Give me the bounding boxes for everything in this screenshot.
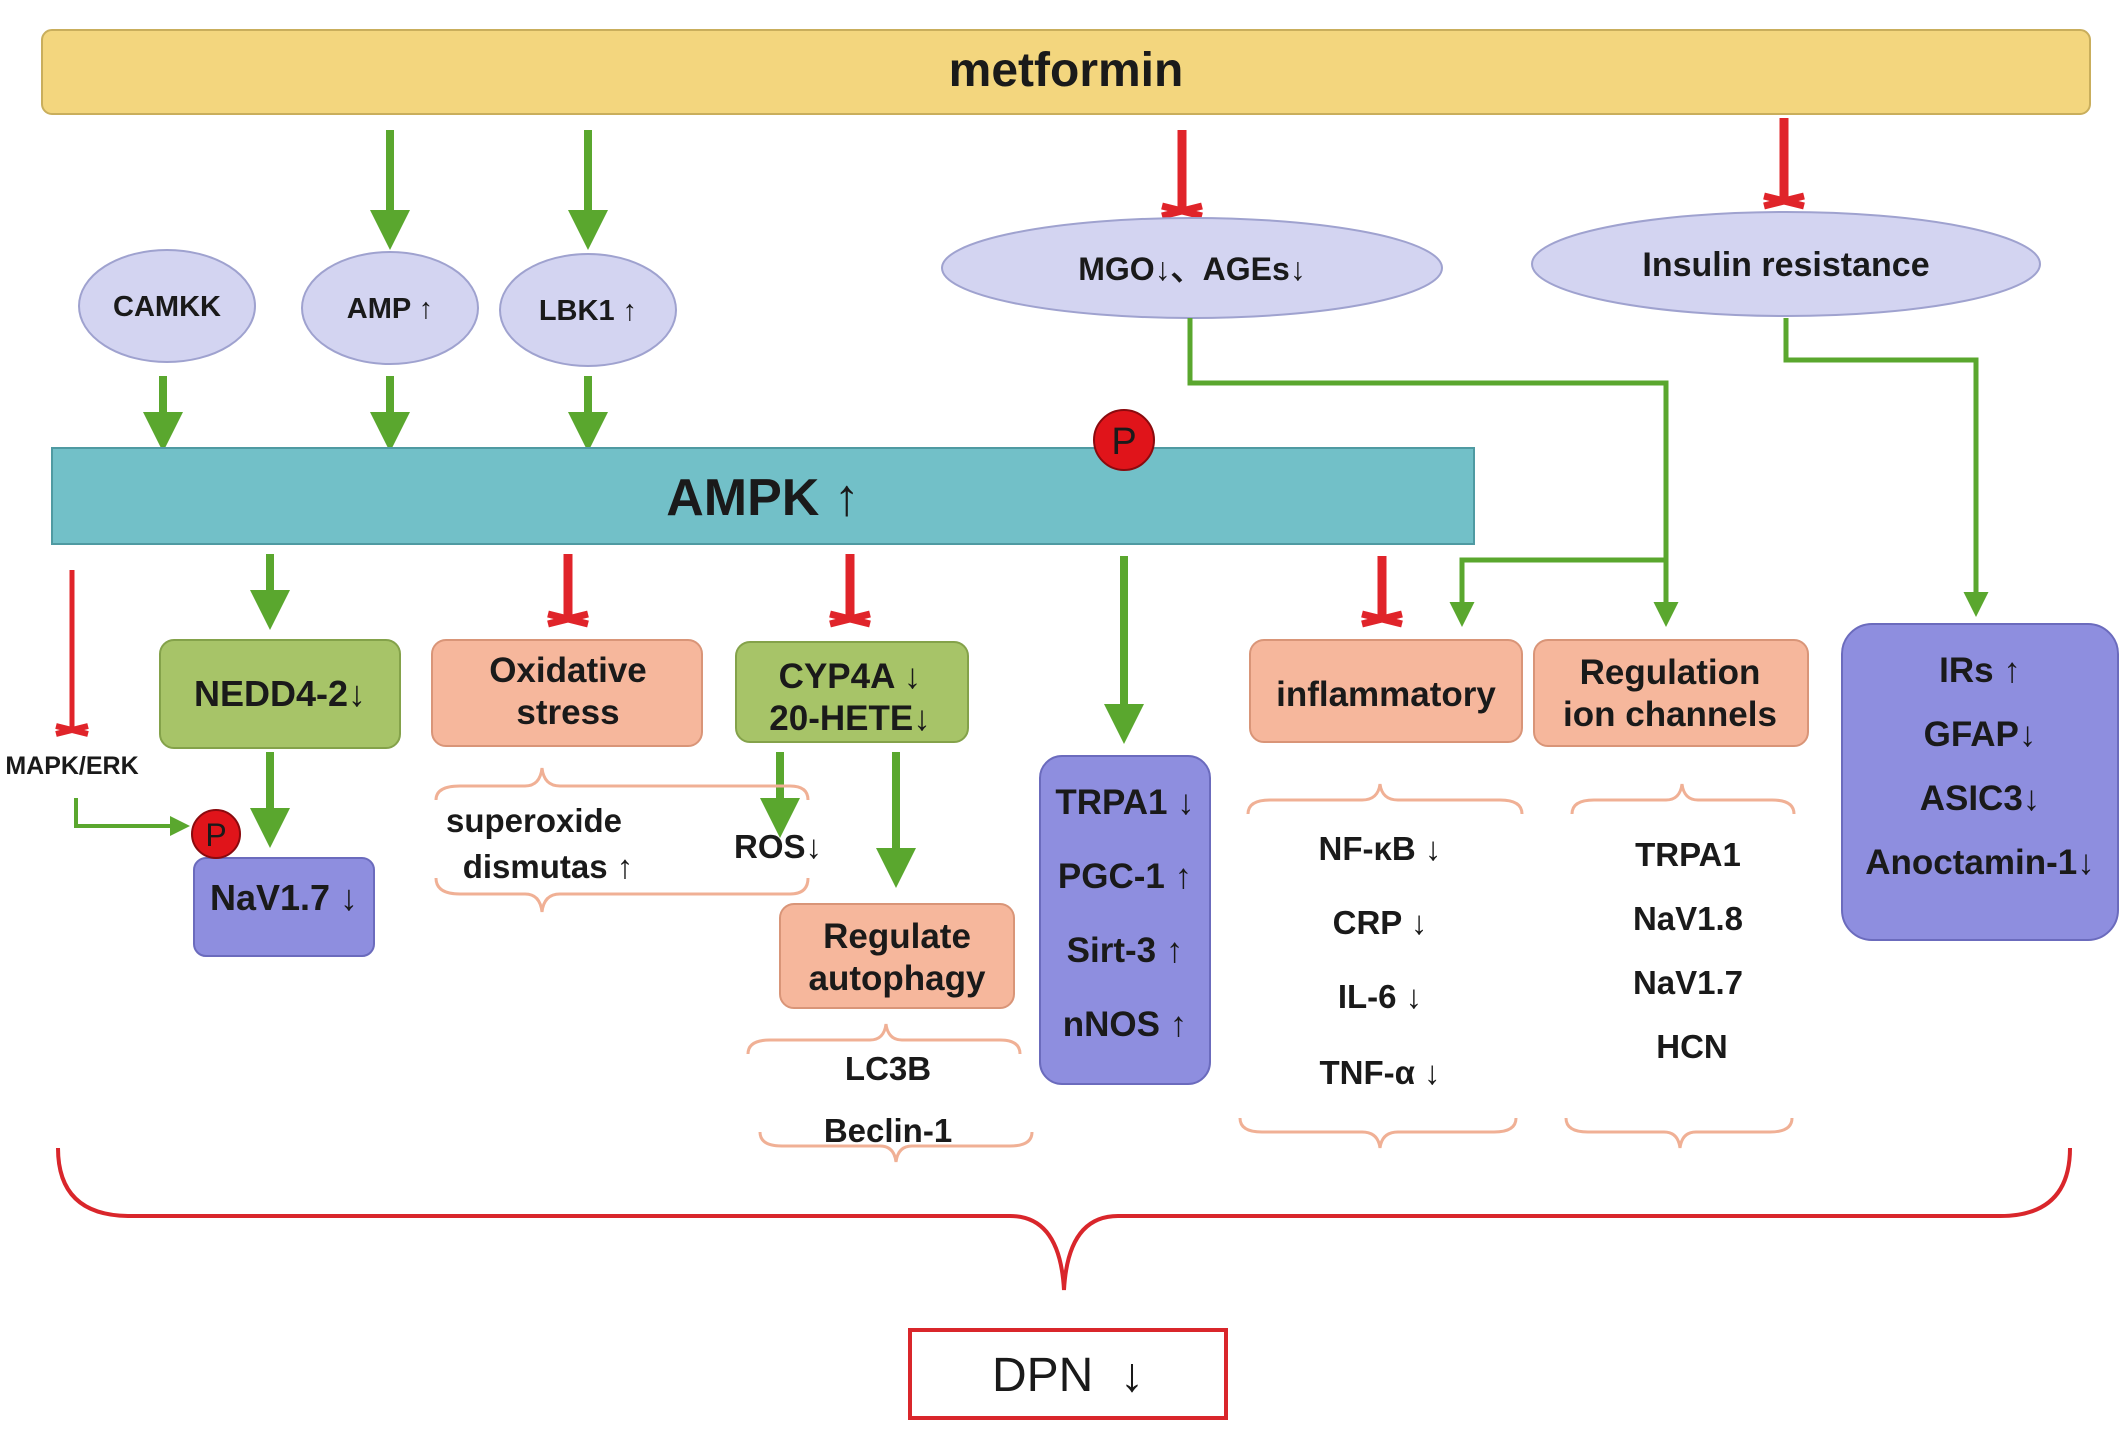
svg-text:P: P (205, 817, 226, 853)
svg-text:ion channels: ion channels (1563, 695, 1777, 734)
inhibit-mgo-ages (1161, 130, 1203, 220)
autophagy-box: Regulate autophagy (779, 903, 1015, 1009)
autophagy-marker-beclin1: Beclin-1 (824, 1112, 952, 1149)
ampk-label: AMPK ↑ (666, 469, 860, 527)
insulin-target-anoctamin1: Anoctamin-1↓ (1865, 843, 2094, 882)
svg-text:CAMKK: CAMKK (113, 291, 221, 323)
svg-text:Regulation: Regulation (1580, 653, 1761, 692)
svg-text:CYP4A ↓: CYP4A ↓ (779, 657, 922, 696)
inhibit-cyp4a (829, 554, 871, 628)
target-trpa1: TRPA1 ↓ (1055, 783, 1194, 822)
svg-text:AMP ↑: AMP ↑ (347, 293, 433, 325)
inflammatory-marker-il6: IL-6 ↓ (1338, 978, 1422, 1015)
autophagy-braces (746, 1023, 1034, 1163)
metformin-activation-arrows (370, 130, 608, 250)
svg-text:NEDD4-2↓: NEDD4-2↓ (194, 673, 366, 714)
insulin-target-gfap: GFAP↓ (1924, 715, 2037, 754)
inflammatory-marker-nfkb: NF-κB ↓ (1319, 830, 1442, 867)
inhibit-insulin-resistance (1763, 118, 1805, 210)
arrow-insulin-to-targets (1783, 318, 1989, 617)
inhibit-mapk-erk (55, 570, 89, 737)
svg-text:Regulate: Regulate (823, 917, 971, 956)
oval-camkk: CAMKK (78, 249, 256, 363)
svg-text:MGO↓、AGEs↓: MGO↓、AGEs↓ (1078, 251, 1306, 287)
arrow-mgo-to-inflammatory (1449, 557, 1666, 627)
oval-amp: AMP ↑ (301, 251, 479, 365)
svg-text:20-HETE↓: 20-HETE↓ (769, 699, 930, 738)
arrow-mgo-to-ion-channels (1187, 318, 1679, 627)
target-pgc1: PGC-1 ↑ (1058, 857, 1192, 896)
ion-channels-box: Regulation ion channels (1533, 639, 1809, 747)
svg-text:autophagy: autophagy (809, 959, 986, 998)
autophagy-marker-lc3b: LC3B (845, 1050, 931, 1087)
ion-channel-trpa1: TRPA1 (1635, 836, 1741, 873)
inflammatory-marker-tnfa: TNF-α ↓ (1319, 1054, 1440, 1091)
ampk-targets-box: TRPA1 ↓ PGC-1 ↑ Sirt-3 ↑ nNOS ↑ (1039, 755, 1211, 1085)
phospho-marker-nav17: P (191, 809, 241, 859)
brace-bottom (434, 877, 810, 913)
target-nnos: nNOS ↑ (1063, 1005, 1187, 1044)
svg-text:Oxidative: Oxidative (489, 651, 647, 690)
cyp4a-box: CYP4A ↓ 20-HETE↓ (735, 641, 969, 743)
mgo-connector-arrows (1187, 318, 1989, 627)
brace-top (434, 767, 810, 801)
outcome-brace (56, 1147, 2072, 1291)
svg-text:Insulin resistance: Insulin resistance (1642, 246, 1929, 284)
ampk-downstream-arrows (55, 554, 1403, 744)
nedd4-box: NEDD4-2↓ (159, 639, 401, 749)
inflammatory-braces (1238, 783, 1524, 1149)
oval-lbk1: LBK1 ↑ (499, 253, 677, 367)
inhibit-oxidative-stress (547, 554, 589, 628)
upstream-to-ampk-arrows (143, 376, 608, 452)
inhibit-inflammatory (1361, 556, 1403, 628)
oxidative-braces (434, 767, 810, 913)
insulin-targets-box: IRs ↑ GFAP↓ ASIC3↓ Anoctamin-1↓ (1841, 623, 2119, 941)
oval-mgo-ages: MGO↓、AGEs↓ (941, 217, 1443, 319)
svg-text:stress: stress (516, 693, 619, 732)
ion-channel-nav18: NaV1.8 (1633, 900, 1743, 937)
metformin-box: metformin (41, 29, 2091, 115)
ros-label: ROS↓ (734, 828, 822, 865)
phospho-marker-ampk: P (1093, 409, 1155, 471)
ion-channel-hcn: HCN (1656, 1028, 1728, 1065)
insulin-target-irs: IRs ↑ (1939, 651, 2021, 690)
inflammatory-marker-crp: CRP ↓ (1333, 904, 1428, 941)
insulin-target-asic3: ASIC3↓ (1920, 779, 2041, 818)
superoxide-line-1: superoxide (446, 802, 622, 839)
metformin-label: metformin (949, 44, 1184, 97)
target-sirt3: Sirt-3 ↑ (1067, 931, 1184, 970)
inflammatory-box: inflammatory (1249, 639, 1523, 743)
dpn-outcome-box: DPN ↓ (908, 1328, 1228, 1420)
ion-channel-braces (1564, 783, 1796, 1149)
svg-text:NaV1.7 ↓: NaV1.7 ↓ (210, 877, 358, 918)
svg-text:P: P (1111, 421, 1136, 463)
metformin-inhibition-arrows (1161, 118, 1805, 220)
ampk-box: AMPK ↑ (51, 447, 1475, 545)
svg-text:LBK1 ↑: LBK1 ↑ (539, 295, 637, 327)
svg-text:inflammatory: inflammatory (1276, 675, 1496, 714)
oval-insulin-resistance: Insulin resistance (1531, 211, 2041, 317)
nav17-box: NaV1.7 ↓ (193, 857, 375, 957)
dpn-label: DPN ↓ (992, 1349, 1144, 1402)
superoxide-line-2: dismutas ↑ (463, 848, 634, 885)
oxidative-stress-box: Oxidative stress (431, 639, 703, 747)
mapk-erk-label: MAPK/ERK (5, 752, 138, 780)
arrow-mapk-to-nav17 (74, 798, 190, 836)
ion-channel-nav17: NaV1.7 (1633, 964, 1743, 1001)
